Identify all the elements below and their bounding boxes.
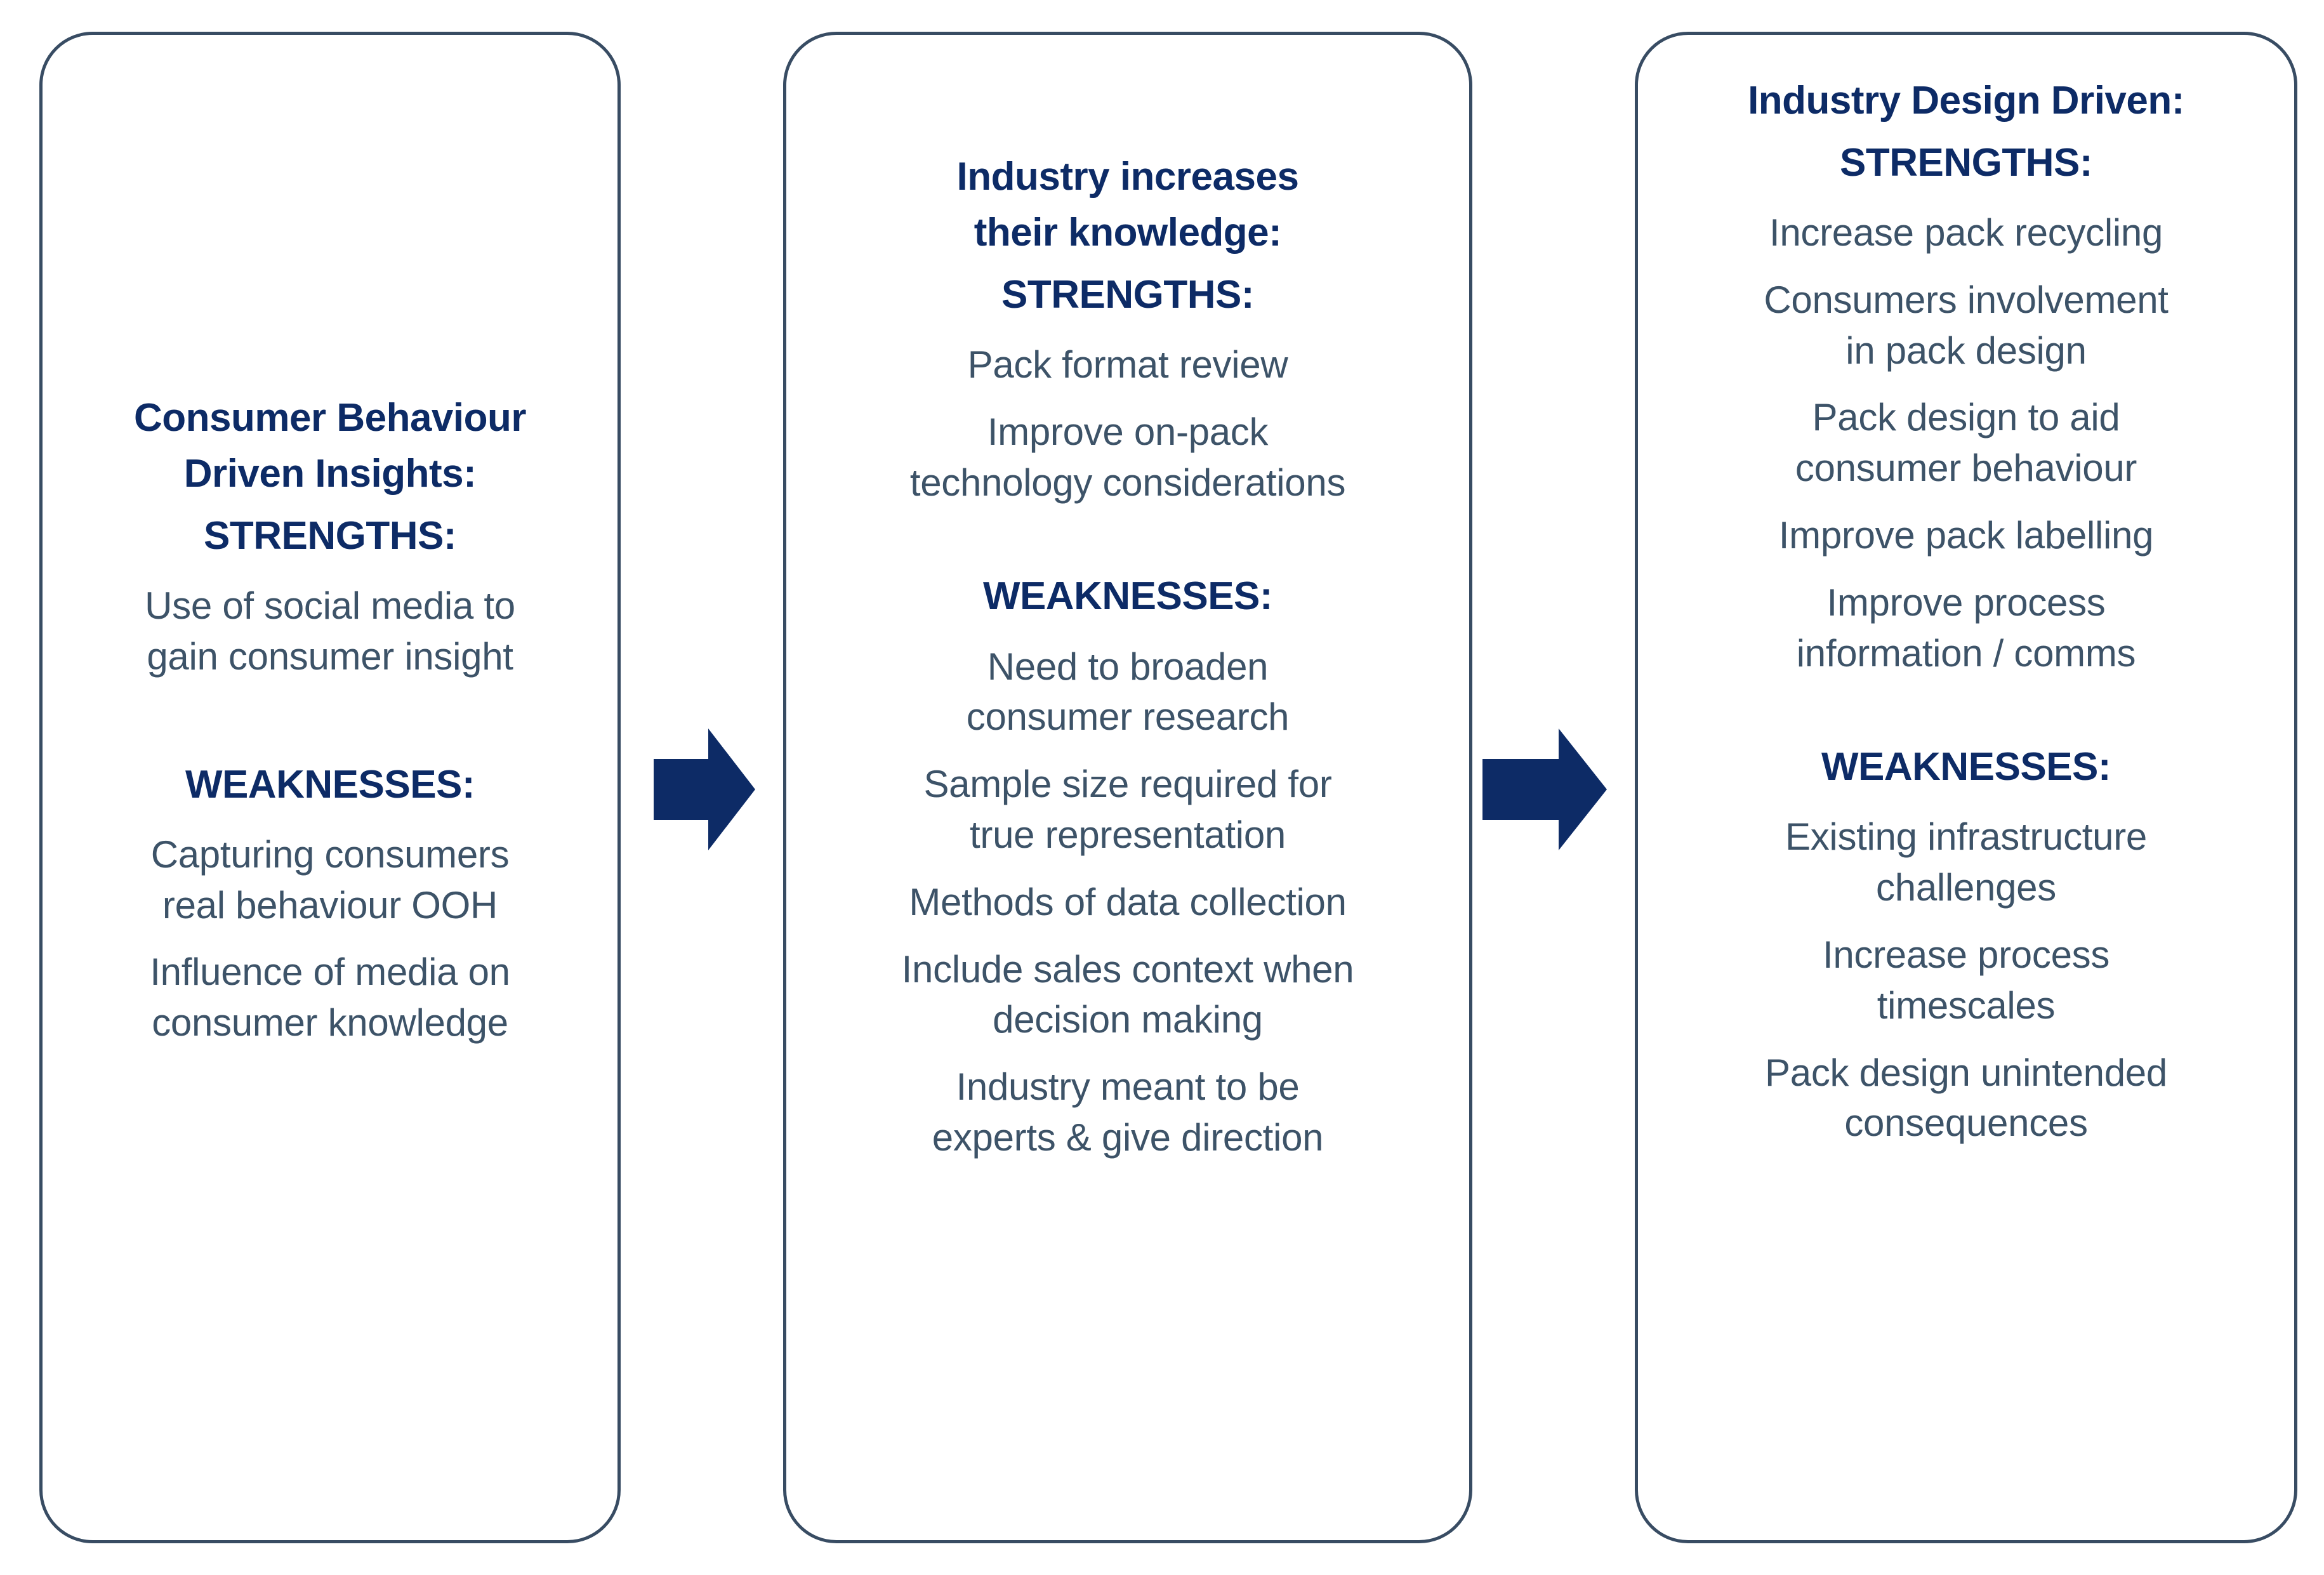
right-arrow-icon [1482,728,1607,850]
panel-2-strengths-label: STRENGTHS: [1001,273,1255,317]
panel-1-weaknesses-label: WEAKNESSES: [185,762,475,807]
panel-2-strength-item: Improve on-pack technology consideration… [909,410,1346,504]
panel-3-content: Industry Design Driven: STRENGTHS: Incre… [1638,73,2294,1149]
panel-2-strength-item: Pack format review [967,343,1288,386]
panel-2-title: Industry increases their knowledge: [956,155,1299,255]
panel-1-strengths-label: STRENGTHS: [204,514,457,558]
panel-2-weakness-item: Industry meant to be experts & give dire… [932,1065,1324,1159]
panel-2-weakness-item: Need to broaden consumer research [966,645,1290,739]
panel-3-strength-item: Improve process information / comms [1796,581,2136,675]
panel-3-strength-item: Improve pack labelling [1778,514,2154,557]
panel-3-weakness-item: Increase process timescales [1822,933,2110,1027]
panel-3-strength-item: Consumers involvement in pack design [1764,278,2169,372]
panel-3-title: Industry Design Driven: [1748,79,2184,122]
panel-2-weakness-item: Include sales context when decision maki… [901,947,1354,1041]
panel-3-weakness-item: Pack design unintended consequences [1765,1051,2167,1145]
panel-1-content: Consumer Behaviour Driven Insights: STRE… [43,390,617,1048]
panel-2-weakness-item: Sample size required for true representa… [923,763,1332,856]
panel-1-strength-item: Use of social media to gain consumer ins… [145,584,515,678]
right-arrow-icon [654,728,755,850]
panel-3-strength-item: Increase pack recycling [1769,211,2163,254]
panel-consumer-behaviour-driven-insights: Consumer Behaviour Driven Insights: STRE… [39,32,621,1543]
panel-3-weaknesses-label: WEAKNESSES: [1821,745,2111,789]
panel-2-weakness-item: Methods of data collection [909,880,1347,923]
panel-3-weakness-item: Existing infrastructure challenges [1785,815,2147,909]
panel-1-weakness-item: Capturing consumers real behaviour OOH [150,833,510,926]
panel-2-content: Industry increases their knowledge: STRE… [786,149,1469,1163]
panel-3-strength-item: Pack design to aid consumer behaviour [1795,396,2137,490]
panel-3-strengths-label: STRENGTHS: [1840,141,2093,185]
panel-industry-design-driven: Industry Design Driven: STRENGTHS: Incre… [1635,32,2297,1543]
panel-1-title: Consumer Behaviour Driven Insights: [133,396,527,496]
panel-2-weaknesses-label: WEAKNESSES: [982,574,1273,619]
panel-1-weakness-item: Influence of media on consumer knowledge [150,951,510,1045]
panel-industry-increases-their-knowledge: Industry increases their knowledge: STRE… [783,32,1472,1543]
